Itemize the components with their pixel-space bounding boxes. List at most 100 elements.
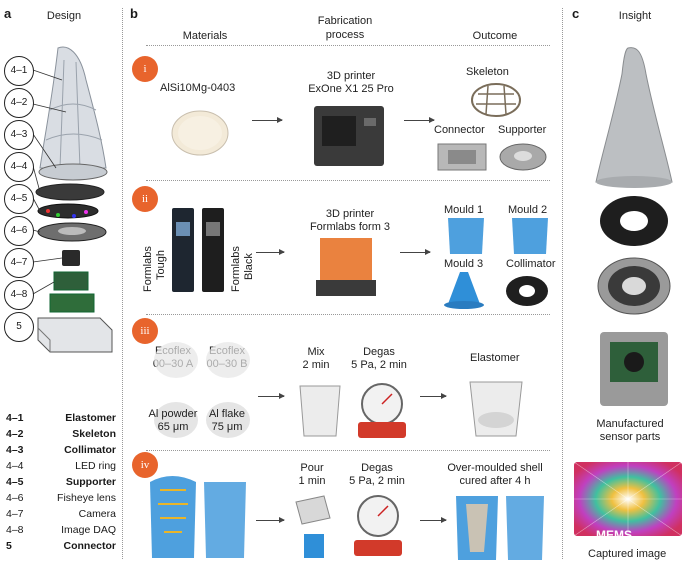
fisheye-lens [62, 250, 80, 266]
tough-label-line1: Formlabs [142, 246, 154, 292]
captured-image-label: Captured image [588, 548, 667, 560]
row-i-supporter-label: Supporter [498, 124, 547, 136]
design-header: Design [46, 10, 82, 22]
pour-line2: 1 min [298, 475, 326, 487]
mould-2-image [512, 218, 548, 254]
row-iv-degas-label: Degas 5 Pa, 2 min [342, 462, 412, 488]
skeleton-part-image [471, 83, 521, 117]
panel-label-c: c [572, 6, 580, 21]
camera-board [53, 271, 89, 291]
formlabs-printer-image [316, 238, 376, 296]
outcome-header: Outcome [472, 30, 518, 42]
manufactured-parts-line2: sensor parts [599, 431, 661, 443]
callout-5: 5 [4, 312, 34, 342]
mems-watermark: MEMS [596, 528, 632, 542]
al-flake-line1: Al flake [208, 408, 246, 420]
skeleton-rim [38, 163, 108, 181]
mould-1-label: Mould 1 [444, 204, 484, 216]
row-i-skeleton-label: Skeleton [466, 66, 509, 78]
al-powder-line2: 65 μm [157, 421, 189, 433]
manufactured-shell-image [595, 47, 673, 188]
collimator-part-image [506, 276, 548, 306]
mould-1-image [448, 218, 484, 254]
manufactured-camera-daq-image [600, 332, 668, 406]
image-daq-board [49, 293, 95, 313]
fabrication-header: Fabrication process [290, 14, 400, 42]
row-divider-2 [146, 314, 550, 315]
separator-b-c [562, 8, 563, 559]
row-i-badge: i [132, 56, 158, 82]
callout-leaders [32, 69, 67, 295]
row-ii-black-label: Formlabs [230, 246, 243, 292]
collimator-label: Collimator [506, 258, 556, 270]
row-ii-tough-label: Formlabs [142, 246, 155, 292]
manufactured-led-ring-image [597, 257, 671, 315]
row-iii-degas-label: Degas 5 Pa, 2 min [344, 346, 414, 372]
row-ii-arrow-2 [400, 249, 431, 255]
mix-line2: 2 min [302, 359, 330, 371]
row-ii-process-line2: Formlabs form 3 [309, 221, 391, 233]
overmoulded-shell-label: Over-moulded shell cured after 4 h [440, 462, 550, 488]
led-ring [37, 203, 99, 219]
resin-cartridge-tough-image [172, 208, 194, 292]
overmoulded-shell-image [456, 496, 544, 560]
row-iii-degas-line2: 5 Pa, 2 min [351, 359, 407, 371]
elastomer-cup-image [469, 381, 523, 437]
mould-2-label: Mould 2 [508, 204, 548, 216]
materials-cups-image [154, 342, 250, 438]
row-i-material-label: AlSi10Mg-0403 [160, 82, 236, 94]
row-iv-badge: iv [132, 452, 158, 478]
overmoulded-line1: Over-moulded shell [447, 462, 543, 474]
callout-4-8: 4–8 [4, 280, 34, 310]
fabrication-header-line2: process [325, 29, 365, 41]
al-powder-line1: Al powder [148, 408, 198, 420]
callout-4-3: 4–3 [4, 120, 34, 150]
callout-4-4: 4–4 [4, 152, 34, 182]
supporter-part-image [499, 143, 547, 171]
al-powder-dish-image [171, 110, 229, 156]
mould-3-label: Mould 3 [444, 258, 484, 270]
manufactured-collimator-image [600, 196, 668, 246]
row-i-process-label: 3D printer ExOne X1 25 Pro [296, 70, 406, 96]
row-ii-tough-label-2: Tough [155, 240, 168, 280]
materials-header: Materials [182, 30, 228, 42]
mould-3-image [444, 272, 484, 309]
row-i-process-line1: 3D printer [326, 70, 376, 82]
pour-line1: Pour [300, 462, 324, 474]
row-divider-3 [146, 450, 550, 451]
tough-label-line2: Tough [155, 250, 167, 280]
mix-label: Mix 2 min [294, 346, 338, 372]
al-flake-label: Al flake 75 μm [200, 408, 254, 434]
pour-degas-image [295, 495, 402, 558]
panel-label-b: b [130, 6, 138, 21]
callout-4-6: 4–6 [4, 216, 34, 246]
row-i-process-line2: ExOne X1 25 Pro [308, 83, 394, 95]
captured-image [573, 461, 683, 537]
row-iii-arrow-1 [258, 393, 285, 399]
pour-label: Pour 1 min [292, 462, 332, 488]
al-powder-label: Al powder 65 μm [146, 408, 200, 434]
mix-line1: Mix [307, 346, 325, 358]
mould-assembly-image [150, 476, 246, 558]
row-iv-degas-line1: Degas [361, 462, 393, 474]
row-iv-arrow-2 [420, 517, 447, 523]
callout-4-7: 4–7 [4, 248, 34, 278]
row-iii-badge: iii [132, 318, 158, 344]
separator-a-b [122, 8, 123, 559]
al-flake-line2: 75 μm [211, 421, 243, 433]
callout-4-1: 4–1 [4, 56, 34, 86]
callout-4-2: 4–2 [4, 88, 34, 118]
connector-part-image [437, 143, 487, 171]
black-label-line1: Formlabs [230, 246, 242, 292]
row-ii-process-line1: 3D printer [325, 208, 375, 220]
row-ii-arrow-1 [256, 249, 285, 255]
header-divider [146, 45, 550, 46]
row-i-arrow-1 [252, 117, 283, 123]
row-i-arrow-2 [404, 117, 435, 123]
